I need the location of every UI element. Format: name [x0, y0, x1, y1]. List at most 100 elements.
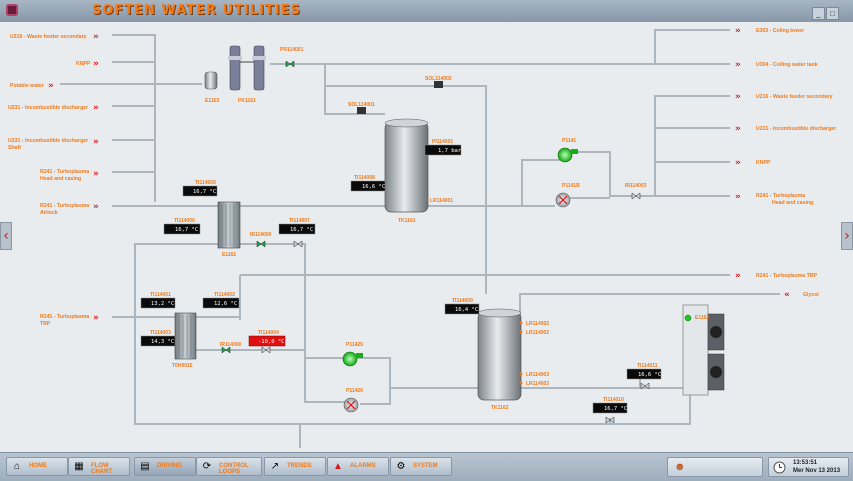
pipes	[60, 29, 780, 448]
right-outlet-1[interactable]: »U304 - Colling water tank	[735, 60, 818, 70]
nav-system[interactable]: ⚙SYSTEM	[390, 457, 452, 476]
users-panel[interactable]: ☻	[667, 457, 763, 477]
valve-pr114001[interactable]: PR114001	[280, 47, 304, 68]
arrow-icon: »	[93, 103, 99, 113]
outlet-label-1: U304 - Colling water tank	[756, 62, 818, 68]
nav-alarms[interactable]: ▲ALARMS	[327, 457, 389, 476]
inlet-sublabel-5: Head and casing	[40, 176, 81, 182]
valve-ti114004[interactable]	[261, 346, 271, 354]
right-outlet-0[interactable]: »E303 - Coling tower	[735, 26, 804, 36]
nav-home[interactable]: ⌂HOME	[6, 457, 68, 476]
nav-trends[interactable]: ↗TRENDS	[264, 457, 326, 476]
minimize-icon[interactable]: _	[812, 7, 825, 20]
reading-ti114002[interactable]: TI114002 12,6 °C	[202, 292, 240, 309]
valve-ir114000[interactable]: IR114000	[250, 232, 272, 248]
valve-ir114003[interactable]: IR114003	[625, 183, 647, 200]
tank-tk1162[interactable]: TK1162 LR114002 LR114002 LR114003 LR1140…	[477, 308, 549, 411]
reading-ti114008[interactable]: TI114008 16,6 °C	[350, 175, 386, 192]
reading-ti114010[interactable]: TI114010 16,7 °C	[592, 397, 628, 414]
arrow-icon: »	[48, 81, 54, 91]
solenoid-sol114001[interactable]: SOL114001	[348, 102, 375, 114]
reading-tag: TI114001	[150, 292, 171, 298]
inlet-label-1: KNPP	[76, 61, 91, 67]
valve-ti114010[interactable]	[605, 416, 615, 424]
inlet-sublabel-6: Airlock	[40, 210, 58, 216]
right-outlet-3[interactable]: »U231 - Incombustible discharger	[735, 124, 836, 134]
window-controls: _□×	[811, 3, 851, 38]
inlet-sublabel-4: Shaft	[8, 145, 21, 151]
right-outlet-7[interactable]: «Glycol	[784, 290, 819, 300]
nav-flow-chart[interactable]: ▦FLOW CHART	[68, 457, 130, 476]
filter-e1163[interactable]: E1163	[204, 71, 219, 104]
pump-p11425[interactable]: P11425	[342, 342, 363, 367]
clock-date: Mer Nov 13 2013	[793, 468, 841, 474]
reading-ti114003[interactable]: TI114003 14,3 °C	[140, 330, 176, 347]
valve-ti114011[interactable]	[640, 382, 650, 390]
outlet-label-0: E303 - Coling tower	[756, 28, 804, 34]
nav-driving[interactable]: ▤DRIVING	[134, 457, 196, 476]
reading-ti114005[interactable]: TI114005 16,7 °C	[182, 180, 218, 197]
left-inlet-1[interactable]: KNPP»	[76, 59, 99, 69]
nav-label: HOME	[29, 463, 47, 469]
right-outlet-2[interactable]: »U216 - Waste feeder secondary	[735, 92, 833, 102]
valve-ir114000-lower[interactable]: IR114000	[220, 342, 242, 354]
arrow-icon: »	[735, 92, 741, 102]
reading-ti114011[interactable]: TI114011 16,6 °C	[626, 363, 662, 380]
control-loops-icon: ⟳	[202, 461, 212, 472]
right-outlet-group: »E303 - Coling tower »U304 - Colling wat…	[735, 26, 836, 300]
left-inlet-3[interactable]: U231 - Incombustible discharger»	[8, 103, 99, 113]
arrow-icon: »	[93, 137, 99, 147]
alarms-icon: ▲	[333, 461, 343, 472]
reading-ti114009[interactable]: TI114009 16,4 °C	[444, 298, 480, 315]
next-page-button[interactable]: ›	[841, 222, 853, 250]
outlet-label-5: R241 - Turboplasma	[756, 193, 805, 199]
reading-ti114007[interactable]: TI114007 16,7 °C	[278, 218, 316, 235]
reading-pi114001[interactable]: PI114001 1,7 bar	[424, 139, 462, 156]
valve-ti114007[interactable]	[293, 240, 303, 248]
maximize-icon[interactable]: □	[826, 7, 839, 20]
chiller-e1162[interactable]: E1162	[682, 304, 725, 396]
e1161-label: E1161	[222, 252, 236, 258]
reading-ti114001[interactable]: TI114001 13,2 °C	[140, 292, 176, 309]
clock-panel: 13:53:51 Mer Nov 13 2013	[768, 457, 849, 477]
solenoid-sol114002[interactable]: SOL114002	[425, 76, 452, 88]
heat-exchanger-e1161[interactable]: E1161	[217, 201, 241, 258]
left-inlet-0[interactable]: U216 - Waste feeder secondary»	[10, 32, 99, 42]
pr114001-label: PR114001	[280, 47, 304, 53]
arrow-icon: »	[735, 124, 741, 134]
nav-label: CONTROL LOOPS	[219, 463, 249, 475]
reading-tag: TI114003	[150, 330, 171, 336]
pump-p1141b[interactable]: P1141B	[555, 183, 580, 208]
pump-p11426[interactable]: P11426	[343, 388, 363, 413]
reading-ti114004[interactable]: TI114004 -10,0 °C	[248, 330, 286, 347]
tank-tk1161[interactable]: TK1161 LR114001	[384, 118, 453, 224]
system-icon: ⚙	[396, 461, 406, 472]
lr114002-label: LR114002	[526, 321, 549, 327]
right-outlet-4[interactable]: »KNPP	[735, 158, 771, 168]
tk1162-label: TK1162	[491, 405, 509, 411]
nav-control-loops[interactable]: ⟳ CONTROL LOOPS	[196, 457, 262, 476]
outlet-label-4: KNPP	[756, 160, 771, 166]
nav-label: TRENDS	[287, 463, 312, 469]
reading-value: 16,7 °C	[604, 406, 627, 412]
flowchart-icon: ▦	[74, 461, 84, 472]
reading-tag: TI114002	[214, 292, 235, 298]
previous-page-button[interactable]: ‹	[0, 222, 12, 250]
arrow-icon: »	[735, 271, 741, 281]
p11425-label: P11425	[346, 342, 363, 348]
filter-pk1161[interactable]: PK1161	[228, 45, 266, 104]
left-inlet-group: U216 - Waste feeder secondary» KNPP» Pot…	[8, 32, 99, 327]
right-outlet-6[interactable]: »R241 - Turboplasma TRP	[735, 271, 818, 281]
pump-p1141[interactable]: P1141	[557, 138, 578, 163]
bottom-nav-bar: ⌂HOME ▦FLOW CHART ▤DRIVING ⟳ CONTROL LOOP…	[0, 452, 853, 481]
outlet-label-7: Glycol	[803, 292, 819, 298]
reading-ti114006[interactable]: TI114006 16,7 °C	[163, 218, 201, 235]
driving-icon: ▤	[140, 461, 150, 472]
heat-exchanger-t0h0015[interactable]: T0H0015	[172, 312, 197, 369]
left-inlet-2[interactable]: Potable water»	[10, 81, 54, 91]
